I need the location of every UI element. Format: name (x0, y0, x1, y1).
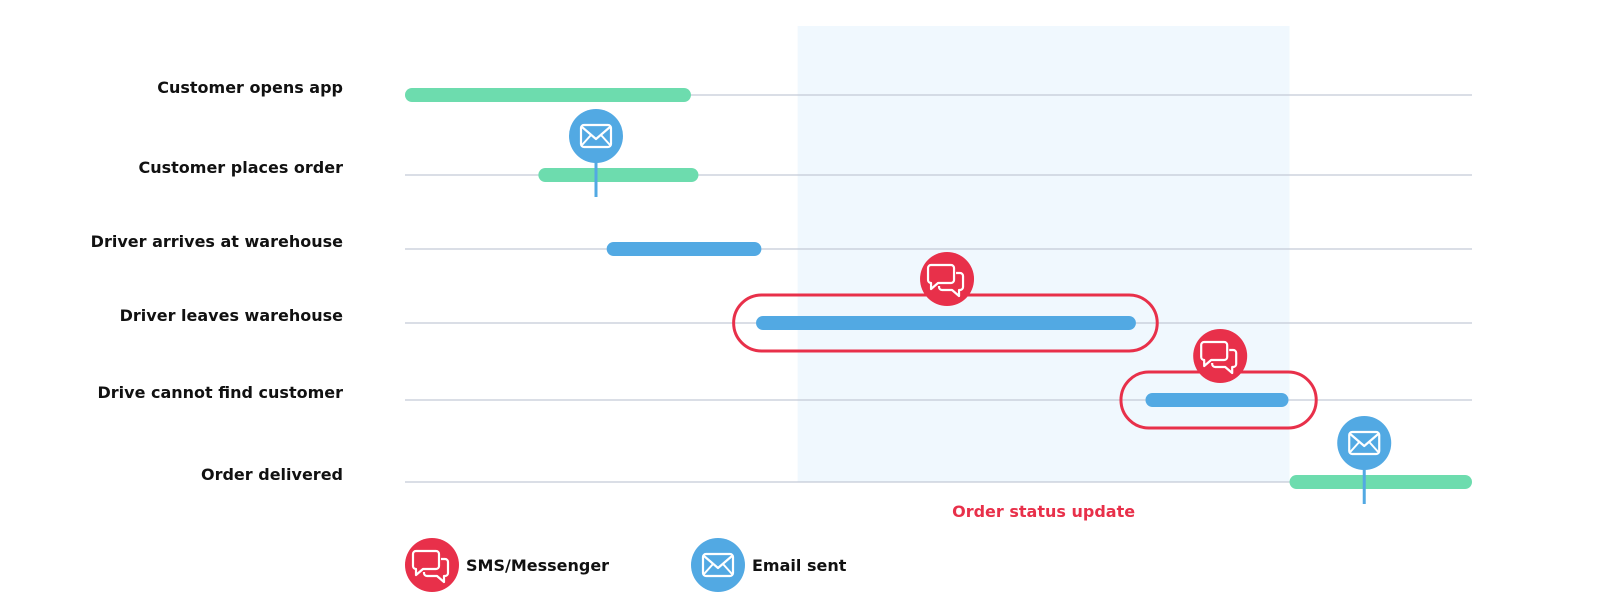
row-label: Customer places order (138, 158, 343, 177)
chat-bubbles-icon (405, 538, 459, 592)
row-label: Driver leaves warehouse (120, 306, 344, 325)
envelope-icon (568, 109, 623, 163)
row-bar (756, 316, 1136, 330)
chat-bubbles-icon (920, 252, 975, 306)
row-bar (1145, 393, 1289, 407)
row-bar (1289, 475, 1472, 489)
zone-label: Order status update (952, 502, 1135, 521)
row-label: Drive cannot find customer (97, 383, 343, 402)
envelope-icon (691, 538, 745, 592)
legend-label-email: Email sent (752, 556, 847, 575)
email-circle (691, 538, 745, 592)
row-label: Order delivered (201, 465, 343, 484)
row-label: Driver arrives at warehouse (91, 232, 343, 251)
email-circle (1337, 416, 1392, 470)
notification-markers (568, 109, 1392, 504)
email-circle (568, 109, 623, 163)
row-bar (538, 168, 699, 182)
legend-label-sms: SMS/Messenger (466, 556, 609, 575)
row-label: Customer opens app (157, 78, 343, 97)
envelope-icon (1337, 416, 1392, 470)
row-bar (405, 88, 691, 102)
legend: SMS/Messenger Email sent (405, 538, 847, 592)
chat-bubbles-icon (1193, 329, 1248, 383)
row-bar (606, 242, 762, 256)
row-bars (405, 88, 1472, 489)
